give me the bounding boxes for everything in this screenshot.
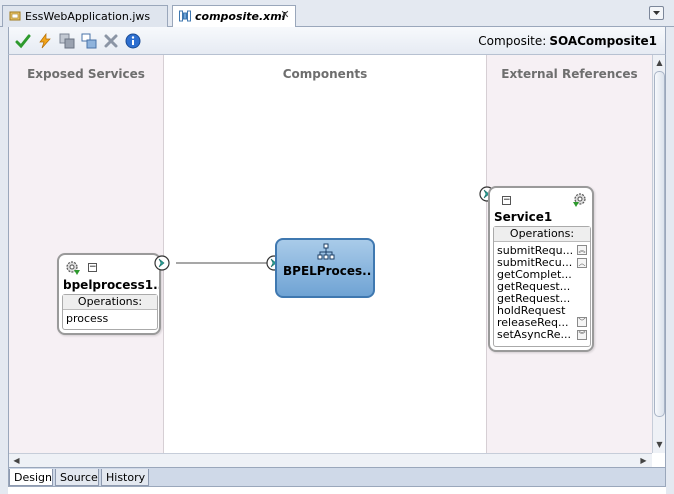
- operation-item[interactable]: holdRequest: [497, 304, 566, 317]
- operations-header: Operations:: [494, 227, 590, 242]
- scroll-up-arrow-icon[interactable]: ▲: [656, 58, 663, 67]
- vertical-scrollbar[interactable]: ▲ ▼: [652, 55, 665, 453]
- tab-source[interactable]: Source: [55, 469, 99, 486]
- close-tab-icon[interactable]: ✕: [280, 8, 290, 21]
- tab-ess-web-application[interactable]: EssWebApplication.jws: [2, 5, 168, 27]
- scroll-bottom-icon[interactable]: ︾: [577, 330, 587, 340]
- operation-item[interactable]: submitRequ...: [497, 244, 574, 257]
- operations-panel: Operations: submitRequ... submitRecu... …: [493, 226, 591, 347]
- scroll-down-arrow-icon[interactable]: ▼: [656, 440, 663, 449]
- scroll-down-icon[interactable]: ﹀: [577, 317, 587, 327]
- operation-item[interactable]: getComplet...: [497, 268, 572, 281]
- service-title: Service1: [494, 210, 553, 224]
- right-frame: [666, 27, 674, 494]
- validate-check-icon[interactable]: [15, 33, 31, 49]
- web-service-gear-icon: [66, 261, 80, 275]
- scrollbar-thumb[interactable]: [654, 71, 665, 417]
- editor-tab-bar: EssWebApplication.jws composite.xml ✕: [0, 0, 674, 28]
- workspace-icon: [9, 11, 21, 21]
- composite-name-label: Composite:SOAComposite1: [478, 34, 657, 48]
- swimlane-title: Exposed Services: [27, 67, 145, 81]
- scroll-left-arrow-icon[interactable]: ◀: [13, 456, 20, 465]
- operations-header: Operations:: [63, 295, 157, 310]
- horizontal-scrollbar[interactable]: ◀ ▶: [9, 453, 652, 467]
- scroll-up-icon[interactable]: ︿: [577, 258, 587, 268]
- tab-list-dropdown[interactable]: [649, 6, 664, 20]
- delete-x-icon[interactable]: [103, 33, 119, 49]
- tab-label: EssWebApplication.jws: [25, 10, 151, 23]
- collapse-icon[interactable]: −: [88, 262, 97, 272]
- bpel-process-component[interactable]: BPELProces...: [275, 238, 375, 298]
- tab-design[interactable]: Design: [9, 469, 53, 486]
- operations-panel: Operations: process: [62, 294, 158, 330]
- component-title: BPELProces...: [283, 264, 371, 278]
- service-title: bpelprocess1...: [63, 278, 159, 292]
- exposed-service-bpelprocess1[interactable]: − bpelprocess1... Operations: process: [57, 253, 161, 335]
- chevron-right-icon[interactable]: [154, 255, 170, 271]
- scroll-top-icon[interactable]: ︽: [577, 245, 587, 255]
- operation-item[interactable]: setAsyncRe...: [497, 328, 572, 341]
- web-service-gear-icon: [573, 193, 586, 207]
- external-reference-service1[interactable]: − Service1 Operations: submitRequ... sub…: [488, 186, 594, 352]
- left-frame: [0, 27, 8, 494]
- scroll-right-arrow-icon[interactable]: ▶: [640, 456, 647, 465]
- operation-item[interactable]: getRequest...: [497, 280, 571, 293]
- bpel-process-icon: [317, 243, 335, 260]
- composite-label: Composite:: [478, 34, 547, 48]
- arrange-icon[interactable]: [81, 33, 97, 49]
- composite-canvas[interactable]: Exposed Services Components External Ref…: [8, 55, 666, 467]
- editor-view-tabs: Design Source History: [8, 467, 666, 487]
- tab-history[interactable]: History: [101, 469, 149, 486]
- swimlane-title: External References: [501, 67, 638, 81]
- operation-item[interactable]: releaseReq...: [497, 316, 569, 329]
- composite-name: SOAComposite1: [549, 34, 657, 48]
- collapse-icon[interactable]: −: [502, 195, 511, 205]
- swimlane-title: Components: [282, 67, 368, 81]
- tab-composite-xml[interactable]: composite.xml ✕: [172, 5, 296, 28]
- copy-icon[interactable]: [59, 33, 75, 49]
- deploy-lightning-icon[interactable]: [37, 33, 53, 49]
- composite-icon: [179, 10, 191, 22]
- wire-layer: [176, 262, 267, 264]
- chevron-down-icon: [653, 11, 660, 15]
- composite-toolbar: Composite:SOAComposite1: [8, 27, 666, 55]
- operation-item[interactable]: submitRecu...: [497, 256, 573, 269]
- info-icon[interactable]: [125, 33, 141, 49]
- operation-item[interactable]: getRequest...: [497, 292, 571, 305]
- operation-item[interactable]: process: [66, 312, 109, 325]
- tab-label: composite.xml: [195, 10, 286, 23]
